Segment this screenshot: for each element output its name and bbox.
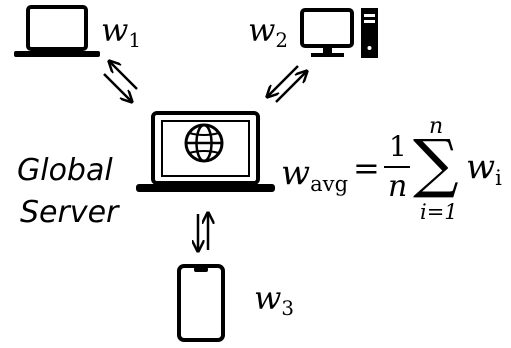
average-weight-label: wavg [281, 153, 349, 196]
fraction-denominator: n [388, 169, 408, 204]
sum-lower-limit: i=1 [420, 200, 458, 224]
server-label-line2: Server [20, 195, 119, 230]
sum-upper-limit: n [429, 114, 444, 139]
arrow-client1-server [103, 62, 138, 101]
desktop-computer-icon [300, 8, 378, 58]
client2-weight-label: w2 [248, 11, 289, 53]
equals-sign: = [353, 149, 380, 187]
server-label-line1: Global [17, 153, 113, 188]
arrow-client2-server [268, 65, 306, 103]
laptop-icon [14, 5, 100, 57]
client1-weight-label: w1 [101, 11, 142, 53]
client3-weight-label: w3 [254, 279, 295, 321]
fraction-numerator: 1 [389, 130, 407, 163]
summed-weight-term: wi [466, 147, 502, 190]
laptop-globe-icon [136, 111, 275, 192]
arrow-server-client3 [198, 214, 208, 250]
summation-symbol: ∑ [413, 127, 459, 201]
smartphone-icon [177, 264, 225, 342]
